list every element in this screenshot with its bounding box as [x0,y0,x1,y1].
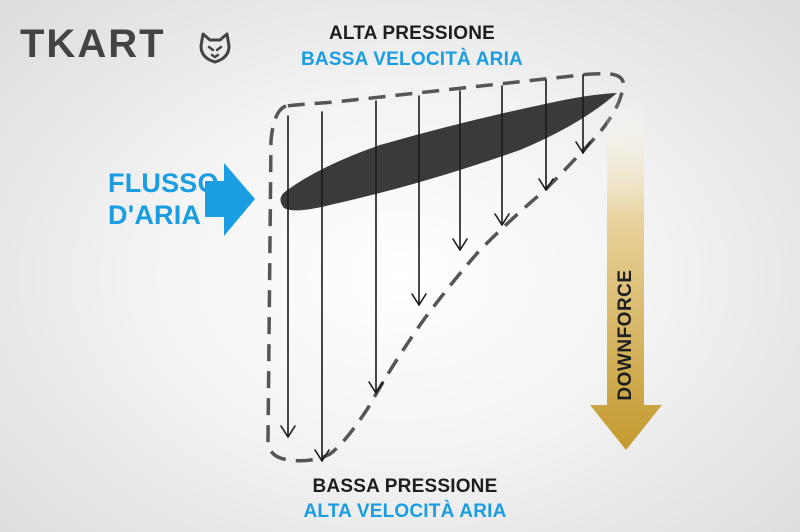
pressure-arrow [314,111,330,462]
bottom-pressure-label: BASSA PRESSIONE [312,476,498,497]
downforce-label: DOWNFORCE [615,269,636,401]
brand-logo: TKART [20,22,166,66]
pressure-arrow [368,100,384,394]
pressure-arrow [452,90,468,251]
pressure-arrow [280,115,296,438]
pressure-arrow [494,85,510,226]
cat-head-icon [199,32,231,64]
pressure-arrow [575,74,591,154]
airflow-label-line1: FLUSSO [108,168,219,198]
airflow-label-line2: D'ARIA [108,200,202,230]
airfoil-wing-profile [280,93,617,211]
bottom-velocity-label: ALTA VELOCITÀ ARIA [303,501,507,522]
top-velocity-label: BASSA VELOCITÀ ARIA [301,49,523,70]
pressure-arrow [411,95,427,306]
pressure-arrow [538,79,554,191]
downforce-arrow [590,95,662,450]
airflow-arrow-icon [205,163,255,236]
pressure-envelope-outline [266,72,626,463]
top-pressure-label: ALTA PRESSIONE [328,23,496,44]
